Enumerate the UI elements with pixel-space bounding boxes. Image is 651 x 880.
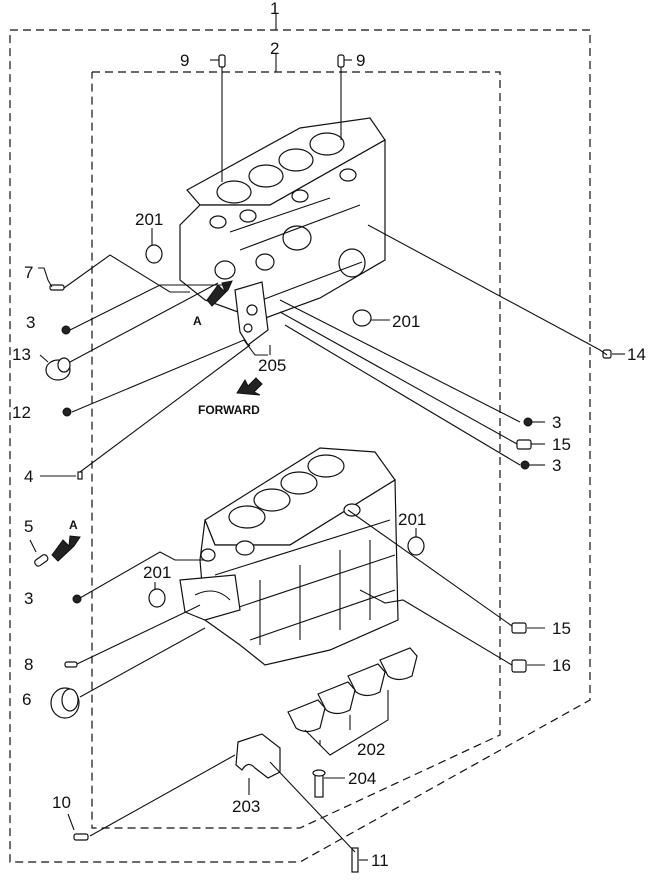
callout-12: 12: [12, 403, 31, 422]
callout-3d: 3: [24, 589, 33, 608]
callout-4: 4: [24, 467, 33, 486]
plug-201-d: [148, 588, 166, 608]
callout-6: 6: [22, 690, 31, 709]
plug-201-a: [145, 244, 163, 264]
callout-201d: 201: [143, 563, 171, 582]
callout-3c: 3: [552, 456, 561, 475]
plug-3c: [520, 460, 530, 470]
callout-204: 204: [348, 769, 376, 788]
callout-202: 202: [357, 740, 385, 759]
dowel-pin-9b: [337, 54, 345, 68]
forward-label: FORWARD: [198, 403, 260, 417]
callout-1: 1: [270, 0, 279, 18]
plug-201-c: [407, 536, 425, 556]
plug-6: [50, 687, 80, 719]
pin-11: [351, 847, 359, 873]
plug-201-b: [352, 309, 372, 327]
callout-11: 11: [371, 851, 389, 870]
plug-15a: [516, 439, 532, 450]
callout-10: 10: [52, 793, 71, 812]
plug-15b: [511, 622, 527, 634]
plug-14: [602, 349, 612, 359]
pin-10: [73, 833, 89, 841]
callout-16: 16: [552, 656, 571, 675]
callout-15a: 15: [552, 435, 571, 454]
callout-201c: 201: [398, 510, 426, 529]
callout-9a: 9: [180, 51, 189, 70]
plug-3a: [61, 325, 71, 335]
callout-5: 5: [24, 517, 33, 536]
lower-cylinder-block: [179, 447, 399, 666]
view-a-arrow-top: [206, 280, 233, 307]
pin-7: [49, 284, 65, 291]
upper-cylinder-block: [179, 117, 386, 346]
forward-arrow-icon: [236, 377, 263, 396]
callout-7: 7: [24, 263, 33, 282]
callout-2: 2: [270, 39, 279, 58]
pin-4: [77, 471, 83, 480]
callout-15b: 15: [552, 619, 571, 638]
arrow-a-top-label: A: [193, 314, 202, 328]
view-a-arrow-left: [51, 535, 81, 562]
callout-3a: 3: [26, 313, 35, 332]
pin-5: [34, 554, 49, 567]
pin-8: [64, 661, 78, 668]
callout-201b: 201: [392, 312, 420, 331]
callout-numbers: 1 2 9 9 201 7 3 13 201 205 14 12 3 15 3 …: [12, 0, 646, 870]
arrow-a-left-label: A: [69, 518, 78, 532]
bearing-cap-bolt-204: [312, 769, 326, 798]
assembly-1-boundary: [9, 29, 591, 863]
callout-203: 203: [232, 797, 260, 816]
callout-8: 8: [24, 655, 33, 674]
callout-3b: 3: [552, 413, 561, 432]
callout-201a: 201: [135, 210, 163, 229]
plug-16: [511, 659, 527, 673]
callout-14: 14: [627, 345, 646, 364]
bearing-caps-202: [287, 647, 418, 733]
leader-lines: [29, 59, 625, 861]
callout-9b: 9: [356, 51, 365, 70]
dowel-pin-9a: [218, 54, 226, 68]
plug-3b: [523, 417, 533, 427]
plug-12: [62, 407, 72, 417]
callout-13: 13: [12, 345, 31, 364]
callout-205: 205: [258, 356, 286, 375]
bearing-cap-203: [235, 733, 281, 779]
plug-13: [45, 357, 71, 381]
assembly-2-boundary: [91, 71, 501, 829]
plug-3d: [72, 594, 82, 604]
